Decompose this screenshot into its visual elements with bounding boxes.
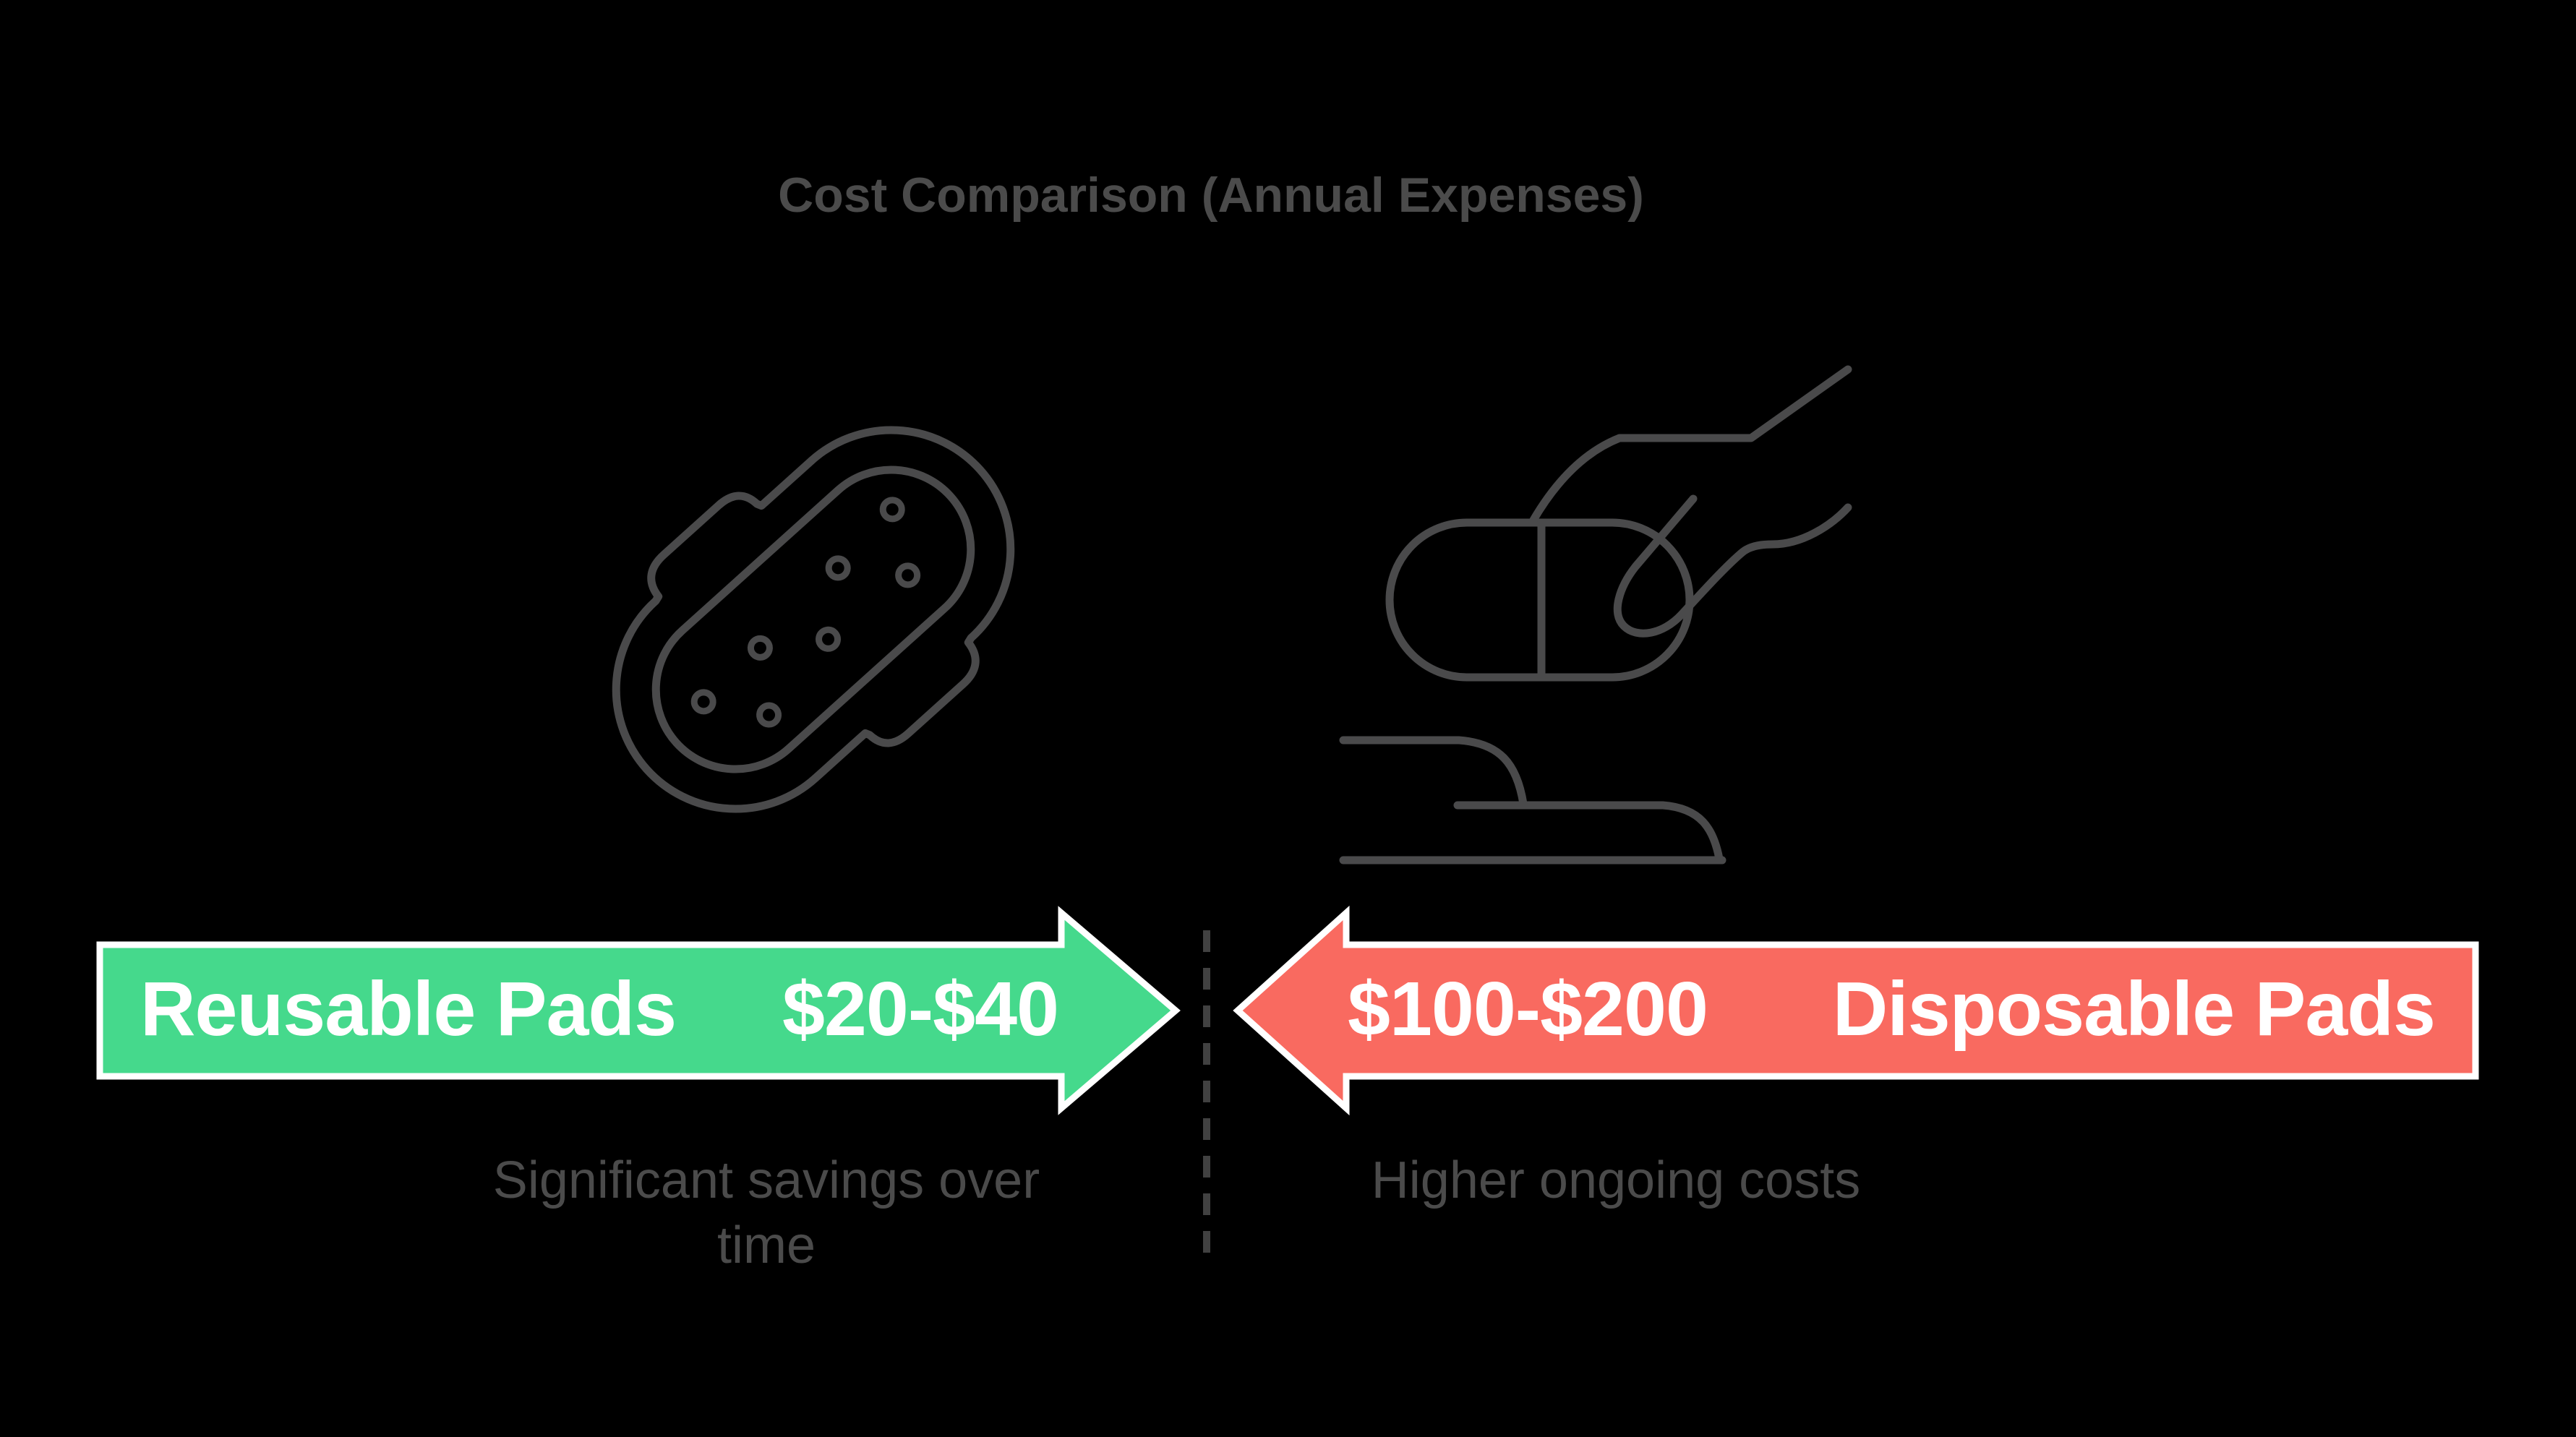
- disposable-caption: Higher ongoing costs: [1371, 1151, 1861, 1209]
- reusable-arrow-text-row: Reusable Pads $20-$40: [97, 942, 1063, 1076]
- reusable-arrow-shape: [96, 906, 1181, 1115]
- hand-thumb-outline: [1613, 494, 1852, 638]
- divider-dashed-line: [1203, 930, 1210, 1266]
- pad-dot: [756, 702, 782, 728]
- pad-dot: [690, 689, 716, 715]
- pad-dot: [879, 497, 905, 523]
- disposable-arrow-shape: [1233, 905, 2479, 1116]
- reusable-arrow-label: Reusable Pads: [140, 966, 677, 1052]
- hand-finger-outline: [1528, 365, 1852, 526]
- pad-inner-outline: [651, 466, 975, 773]
- pad-stack-middle-line: [1453, 801, 1724, 863]
- reusable-arrow-value: $20-$40: [782, 966, 1059, 1052]
- pad-stack-top-line: [1339, 736, 1528, 808]
- page-title: Cost Comparison (Annual Expenses): [778, 168, 1644, 223]
- disposable-arrow-label: Disposable Pads: [1832, 966, 2436, 1052]
- pad-dot: [895, 562, 921, 588]
- hand-taking-disposable-pad-icon: [1339, 365, 1852, 865]
- disposable-arrow-text-row: $100-$200 Disposable Pads: [1346, 942, 2473, 1076]
- pad-dot: [747, 635, 773, 661]
- pad-outer-outline: [612, 426, 1015, 813]
- reusable-caption: Significant savings over time: [492, 1151, 1040, 1274]
- reusable-pad-icon: [612, 426, 1015, 813]
- pad-dot: [816, 626, 842, 652]
- disposable-arrow-value: $100-$200: [1348, 966, 1708, 1052]
- pad-dot: [825, 555, 851, 581]
